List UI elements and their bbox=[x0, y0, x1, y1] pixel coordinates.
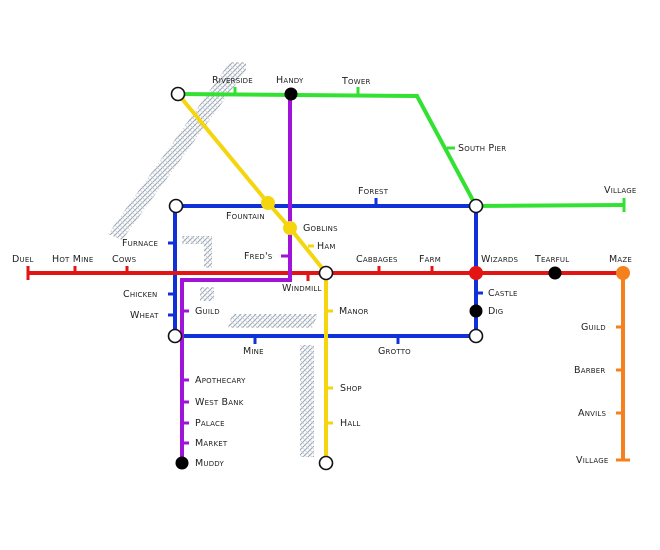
node-forest-west bbox=[168, 198, 184, 214]
label-riverside: Riverside bbox=[212, 75, 253, 86]
node-fountain bbox=[261, 196, 275, 210]
label-barber: Barber bbox=[574, 365, 605, 376]
river-middle bbox=[228, 314, 318, 328]
label-castle: Castle bbox=[488, 288, 518, 299]
label-anvils: Anvils bbox=[578, 408, 606, 419]
node-muddy bbox=[175, 456, 189, 470]
line-green bbox=[177, 92, 625, 209]
node-wizards bbox=[469, 266, 483, 280]
label-wizards: Wizards bbox=[481, 254, 518, 265]
label-dig: Dig bbox=[488, 306, 503, 317]
label-tearful: Tearful bbox=[534, 254, 569, 265]
label-wheat: Wheat bbox=[130, 310, 159, 321]
label-palace: Palace bbox=[195, 418, 225, 429]
label-farm: Farm bbox=[419, 254, 441, 265]
river-upper bbox=[108, 62, 246, 240]
label-grotto: Grotto bbox=[378, 346, 411, 357]
station-nodes bbox=[167, 86, 630, 471]
node-southwest bbox=[167, 328, 183, 344]
node-maze bbox=[616, 266, 630, 280]
label-manor: Manor bbox=[339, 306, 369, 317]
river-pool bbox=[200, 287, 214, 301]
label-freds: Fred's bbox=[244, 251, 273, 262]
label-market: Market bbox=[195, 438, 228, 449]
label-south-pier: South Pier bbox=[458, 143, 506, 154]
river-bend bbox=[182, 236, 212, 268]
node-tearful bbox=[548, 266, 562, 280]
label-cows: Cows bbox=[112, 254, 137, 265]
line-purple bbox=[180, 94, 292, 463]
station-ticks bbox=[73, 87, 623, 445]
label-cabbages: Cabbages bbox=[356, 254, 398, 265]
line-end-caps bbox=[26, 198, 630, 462]
label-maze: Maze bbox=[609, 254, 632, 265]
node-goblins bbox=[283, 221, 297, 235]
river-hatching bbox=[108, 62, 318, 457]
label-hot-mine: Hot Mine bbox=[52, 254, 93, 265]
node-wizards-north bbox=[468, 198, 484, 214]
label-guild-purple: Guild bbox=[195, 306, 220, 317]
label-ham: Ham bbox=[317, 241, 336, 252]
label-tower: Tower bbox=[341, 76, 371, 87]
label-shop: Shop bbox=[340, 383, 362, 394]
label-furnace: Furnace bbox=[122, 238, 158, 249]
node-windmill bbox=[318, 265, 334, 281]
label-guild-orange: Guild bbox=[581, 322, 606, 333]
label-muddy: Muddy bbox=[195, 458, 225, 469]
node-riverside-junction bbox=[170, 86, 186, 102]
label-mine: Mine bbox=[243, 346, 264, 357]
label-windmill: Windmill bbox=[282, 283, 322, 294]
label-fountain: Fountain bbox=[226, 211, 265, 222]
label-hall: Hall bbox=[340, 418, 361, 429]
river-lower bbox=[300, 345, 314, 457]
label-apothecary: Apothecary bbox=[195, 375, 246, 386]
label-west-bank: West Bank bbox=[195, 397, 244, 408]
label-handy: Handy bbox=[276, 75, 304, 86]
station-labels: Riverside Handy Tower South Pier Village… bbox=[12, 75, 636, 469]
label-village-green: Village bbox=[604, 185, 636, 196]
node-yellow-terminus bbox=[318, 455, 334, 471]
label-village-orange: Village bbox=[576, 455, 608, 466]
label-chicken: Chicken bbox=[123, 289, 158, 300]
node-dig bbox=[469, 304, 483, 318]
node-southeast bbox=[468, 328, 484, 344]
label-forest: Forest bbox=[358, 186, 389, 197]
label-goblins: Goblins bbox=[303, 223, 338, 234]
label-duel: Duel bbox=[12, 254, 34, 265]
node-handy bbox=[284, 87, 298, 101]
